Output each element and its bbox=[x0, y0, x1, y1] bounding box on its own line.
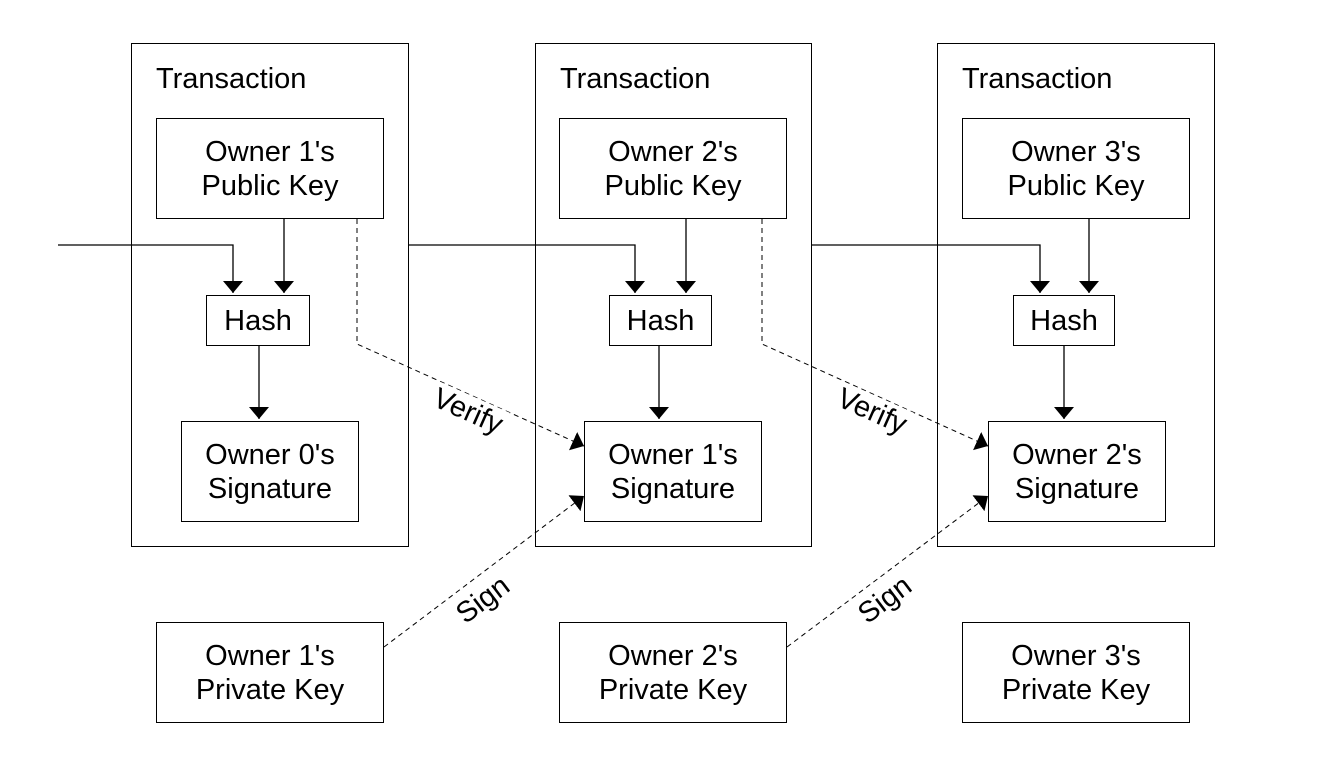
hash-box-2: Hash bbox=[609, 295, 712, 346]
transaction-title: Transaction bbox=[156, 63, 307, 95]
signature-box-1: Owner 0's Signature bbox=[181, 421, 359, 522]
signature-box-2: Owner 1's Signature bbox=[584, 421, 762, 522]
sign-arrow-1 bbox=[383, 495, 585, 648]
signature-owner: Owner 1's bbox=[608, 438, 738, 471]
signature-label: Signature bbox=[207, 472, 333, 505]
public-key-label: Public Key bbox=[201, 169, 339, 202]
private-key-label: Private Key bbox=[1001, 673, 1151, 706]
hash-box-3: Hash bbox=[1013, 295, 1115, 346]
public-key-owner: Owner 3's bbox=[1011, 135, 1141, 168]
signature-box-3: Owner 2's Signature bbox=[988, 421, 1166, 522]
private-key-box-2: Owner 2's Private Key bbox=[559, 622, 787, 723]
private-key-owner: Owner 1's bbox=[205, 639, 335, 672]
hash-box-1: Hash bbox=[206, 295, 310, 346]
private-key-label: Private Key bbox=[195, 673, 345, 706]
public-key-box-1: Owner 1's Public Key bbox=[156, 118, 384, 219]
signature-owner: Owner 0's bbox=[205, 438, 335, 471]
hash-label: Hash bbox=[626, 304, 695, 337]
private-key-owner: Owner 3's bbox=[1011, 639, 1141, 672]
private-key-label: Private Key bbox=[598, 673, 748, 706]
transaction-title: Transaction bbox=[560, 63, 711, 95]
private-key-box-3: Owner 3's Private Key bbox=[962, 622, 1190, 723]
signature-label: Signature bbox=[610, 472, 736, 505]
sign-arrow-2 bbox=[786, 495, 989, 648]
chain-input-arrow-1 bbox=[58, 244, 243, 293]
transaction-title: Transaction bbox=[962, 63, 1113, 95]
public-key-box-2: Owner 2's Public Key bbox=[559, 118, 787, 219]
public-key-label: Public Key bbox=[604, 169, 742, 202]
private-key-owner: Owner 2's bbox=[608, 639, 738, 672]
hash-label: Hash bbox=[224, 304, 292, 337]
chain-input-arrow-2 bbox=[409, 244, 645, 293]
hash-label: Hash bbox=[1030, 304, 1098, 337]
transaction-box-3: Transaction bbox=[937, 43, 1215, 547]
signature-owner: Owner 2's bbox=[1012, 438, 1142, 471]
public-key-owner: Owner 1's bbox=[205, 135, 335, 168]
signature-label: Signature bbox=[1014, 472, 1140, 505]
public-key-owner: Owner 2's bbox=[608, 135, 738, 168]
transaction-box-2: Transaction bbox=[535, 43, 812, 547]
private-key-box-1: Owner 1's Private Key bbox=[156, 622, 384, 723]
chain-input-arrow-3 bbox=[812, 244, 1050, 293]
transaction-box-1: Transaction bbox=[131, 43, 409, 547]
public-key-box-3: Owner 3's Public Key bbox=[962, 118, 1190, 219]
public-key-label: Public Key bbox=[1007, 169, 1145, 202]
